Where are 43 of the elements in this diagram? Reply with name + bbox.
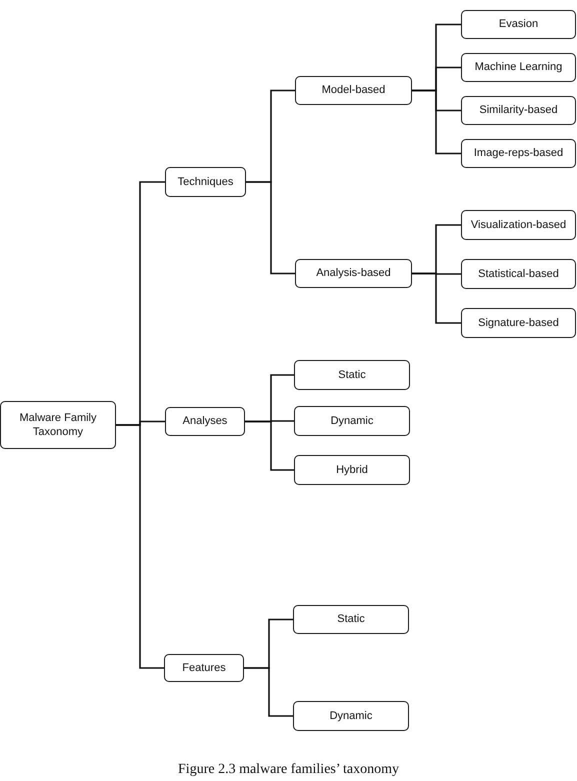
category-box [461,210,576,240]
node-label: Image-reps-based [474,146,564,161]
node-label: Visualization-based [470,218,566,232]
category-box [461,308,576,338]
node-label: Static [337,612,365,627]
node-label: Static [338,368,366,382]
connector-line [412,272,461,324]
node-label: Similarity-based [479,103,558,118]
connector-line [246,181,295,274]
category-box [165,407,245,436]
connector-line [245,420,294,471]
connector-line [116,424,164,669]
category-box [461,139,576,168]
figure-caption: Figure 2.3 malware families’ taxonomy [178,762,399,777]
category-box [461,259,576,289]
node-label: Signature-based [478,316,559,330]
category-box [293,605,409,634]
category-box [295,76,412,105]
category-box [294,455,410,485]
node-label: Features [182,660,226,676]
node-label: Dynamic [330,414,374,428]
category-box [461,10,576,39]
category-box [164,654,244,682]
root-box [0,401,116,449]
category-box [461,96,576,125]
node-label: Model-based [322,83,386,98]
category-box [293,701,409,731]
node-label: Analysis-based [316,266,391,281]
node-label: Evasion [498,17,538,32]
connector-line [412,90,461,154]
category-box [165,167,246,197]
category-box [295,259,412,288]
node-label: Statistical-based [478,266,559,282]
connector-line [244,667,293,717]
node-label: Machine Learning [474,60,562,75]
node-label: Techniques [178,174,234,190]
node-label: Hybrid [336,462,368,478]
category-box [461,53,576,82]
category-box [294,406,410,436]
node-label: Dynamic [330,708,372,724]
category-box [294,360,410,390]
node-label: Analyses [182,414,228,429]
node-label: Malware Family Taxonomy [18,410,98,440]
